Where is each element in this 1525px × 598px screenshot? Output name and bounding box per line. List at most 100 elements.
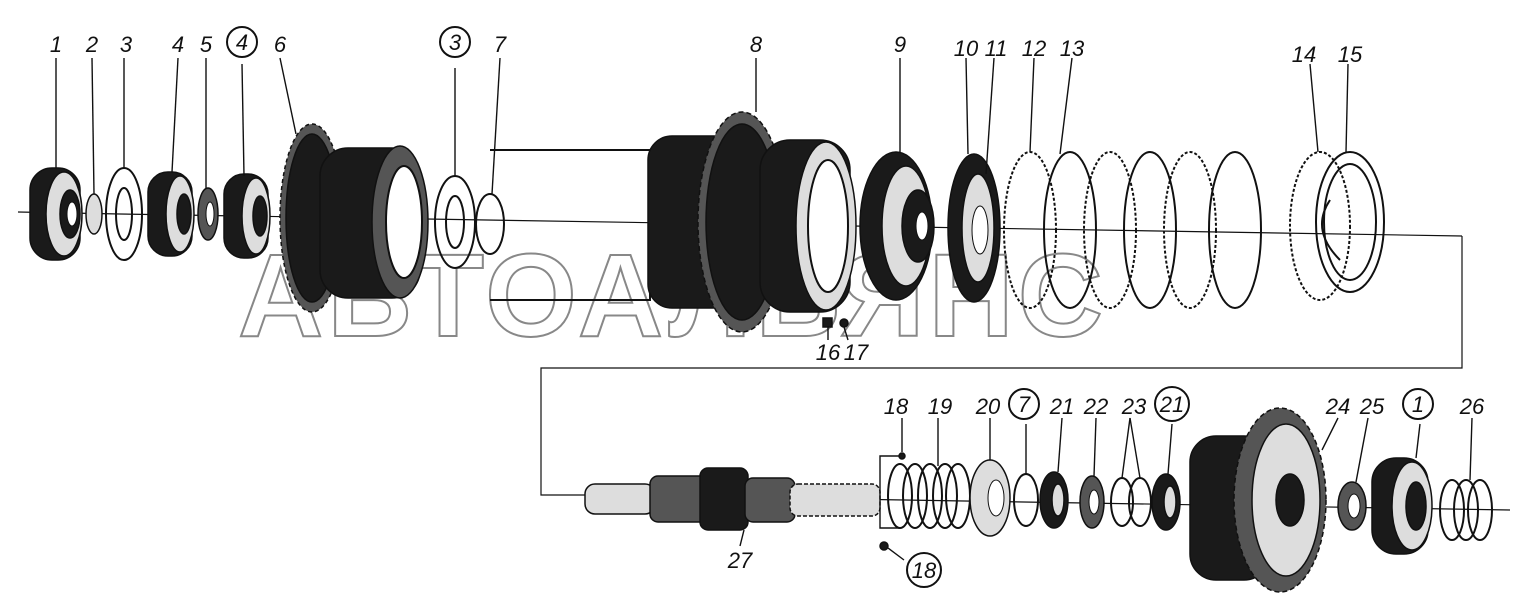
part-8-clutch-drum xyxy=(490,111,857,333)
label-text: 9 xyxy=(894,32,906,57)
label-circle xyxy=(439,26,471,58)
part-label-27: 27 xyxy=(727,548,753,573)
part-label-11: 11 xyxy=(985,36,1008,61)
part-10-11-seal-ring xyxy=(947,153,1001,303)
part-4-circled-bearing xyxy=(223,173,271,259)
part-9-piston xyxy=(859,151,935,301)
label-text: 13 xyxy=(1060,36,1085,61)
label-text: 26 xyxy=(1459,394,1485,419)
part-label-14: 14 xyxy=(1292,42,1316,67)
part-25-ring xyxy=(1337,481,1367,531)
label-circle xyxy=(1154,386,1190,422)
part-label-12: 12 xyxy=(1022,36,1046,61)
label-text: 7 xyxy=(494,32,507,57)
label-text: 3 xyxy=(120,32,133,57)
label-text: 24 xyxy=(1325,394,1350,419)
part-label-8: 8 xyxy=(750,32,763,57)
label-text: 23 xyxy=(1121,394,1147,419)
label-text: 18 xyxy=(884,394,909,419)
label-text: 11 xyxy=(985,36,1008,61)
part-label-6: 6 xyxy=(274,32,287,57)
part-label-21: 21 xyxy=(1049,394,1074,419)
part-1-circled-bearing xyxy=(1371,457,1433,555)
leader-lines xyxy=(55,57,1473,561)
label-text: 21 xyxy=(1049,394,1074,419)
label-circle xyxy=(226,26,258,58)
part-22-ring xyxy=(1079,475,1105,529)
part-label-4c-circled: 4 xyxy=(226,26,258,58)
label-text: 8 xyxy=(750,32,763,57)
label-text: 5 xyxy=(200,32,213,57)
part-7-snap-ring xyxy=(475,193,505,255)
part-label-9: 9 xyxy=(894,32,906,57)
label-text: 3 xyxy=(449,30,462,55)
part-24-gear xyxy=(1189,407,1327,593)
label-text: 27 xyxy=(727,548,753,573)
label-circle xyxy=(1402,388,1434,420)
part-label-3: 3 xyxy=(120,32,133,57)
part-23-washers xyxy=(1110,477,1152,527)
part-14-pressure-plate xyxy=(1289,151,1351,301)
label-text: 2 xyxy=(85,32,98,57)
label-text: 25 xyxy=(1359,394,1385,419)
label-text: 20 xyxy=(975,394,1001,419)
part-20-spring-seat xyxy=(969,459,1011,537)
part-label-3c-circled: 3 xyxy=(439,26,471,58)
part-label-10: 10 xyxy=(954,36,979,61)
part-label-4: 4 xyxy=(172,32,184,57)
label-text: 12 xyxy=(1022,36,1046,61)
part-label-17: 17 xyxy=(844,340,869,365)
part-label-7: 7 xyxy=(494,32,507,57)
label-text: 22 xyxy=(1083,394,1108,419)
label-text: 4 xyxy=(172,32,184,57)
part-label-19: 19 xyxy=(928,394,952,419)
part-label-1c-circled: 1 xyxy=(1402,388,1434,420)
part-label-25: 25 xyxy=(1359,394,1385,419)
part-19-spring xyxy=(887,463,971,529)
part-label-24: 24 xyxy=(1325,394,1350,419)
label-circle xyxy=(1008,388,1040,420)
label-text: 17 xyxy=(844,340,869,365)
part-label-18: 18 xyxy=(884,394,909,419)
label-text: 6 xyxy=(274,32,287,57)
label-text: 4 xyxy=(236,30,248,55)
part-21-ring xyxy=(1039,471,1069,529)
part-5-ring xyxy=(197,187,219,241)
part-6-gear xyxy=(279,123,429,313)
part-label-2: 2 xyxy=(85,32,98,57)
label-text: 18 xyxy=(912,558,937,583)
label-text: 10 xyxy=(954,36,979,61)
part-21-circled-ring xyxy=(1151,473,1181,531)
part-label-1: 1 xyxy=(50,32,62,57)
part-15-spring-washer xyxy=(1315,151,1385,293)
part-18-bracket-line xyxy=(879,452,906,551)
label-text: 1 xyxy=(50,32,62,57)
part-27-shaft xyxy=(584,467,881,531)
part-label-22: 22 xyxy=(1083,394,1108,419)
label-text: 15 xyxy=(1338,42,1363,67)
part-label-13: 13 xyxy=(1060,36,1085,61)
part-4-bearing xyxy=(147,171,195,257)
part-7-circled-snap-ring xyxy=(1013,473,1039,527)
part-label-18c-circled: 18 xyxy=(906,552,942,588)
part-label-20: 20 xyxy=(975,394,1001,419)
label-circle xyxy=(906,552,942,588)
part-label-23: 23 xyxy=(1121,394,1147,419)
label-text: 19 xyxy=(928,394,952,419)
part-label-26: 26 xyxy=(1459,394,1485,419)
part-label-16: 16 xyxy=(816,340,841,365)
label-text: 21 xyxy=(1159,392,1184,417)
part-1-bearing xyxy=(29,167,83,261)
part-label-5: 5 xyxy=(200,32,213,57)
part-26-nut xyxy=(1439,479,1493,541)
label-text: 1 xyxy=(1412,392,1424,417)
label-text: 16 xyxy=(816,340,841,365)
label-text: 7 xyxy=(1018,392,1031,417)
part-label-21c-circled: 21 xyxy=(1154,386,1190,422)
part-label-7c-circled: 7 xyxy=(1008,388,1040,420)
part-2-ring xyxy=(85,193,103,235)
label-text: 14 xyxy=(1292,42,1316,67)
part-label-15: 15 xyxy=(1338,42,1363,67)
